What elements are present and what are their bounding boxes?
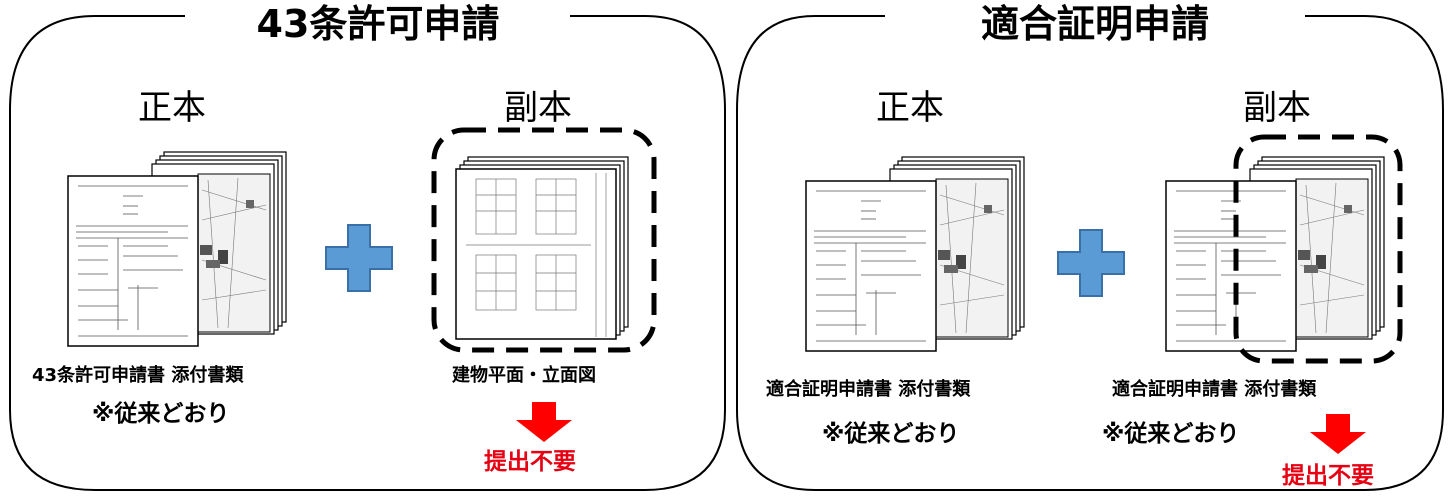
plus-icon [1057, 229, 1125, 297]
right-copy-heading: 副本 [1243, 88, 1311, 128]
dashed-box [431, 127, 657, 353]
left-panel-title: 43条許可申請 [236, 0, 520, 48]
right-copy-status: 提出不要 [1282, 463, 1374, 489]
right-original-caption: 適合証明申請書 添付書類 [766, 379, 971, 400]
down-arrow-icon [516, 402, 572, 442]
document-stack-icon [1165, 156, 1385, 352]
right-original-note: ※従来どおり [822, 421, 960, 447]
plus-icon [325, 224, 393, 292]
left-copy-heading: 副本 [504, 88, 572, 128]
right-panel-title: 適合証明申請 [960, 0, 1230, 48]
right-original-heading: 正本 [876, 88, 944, 128]
right-copy-caption: 適合証明申請書 添付書類 [1112, 379, 1317, 400]
left-original-heading: 正本 [138, 88, 206, 128]
right-copy-note: ※従来どおり [1102, 421, 1240, 447]
left-copy-status: 提出不要 [484, 449, 576, 475]
down-arrow-icon [1310, 414, 1366, 454]
right-panel-frame [736, 15, 1444, 491]
document-stack-icon [67, 151, 287, 347]
floor-plan-icon [455, 156, 629, 340]
left-original-caption: 43条許可申請書 添付書類 [32, 365, 244, 386]
left-copy-caption: 建物平面・立面図 [452, 365, 596, 386]
dashed-box [1233, 134, 1403, 364]
left-original-note: ※従来どおり [92, 401, 230, 427]
left-panel-frame [9, 15, 726, 491]
document-stack-icon [805, 156, 1025, 352]
